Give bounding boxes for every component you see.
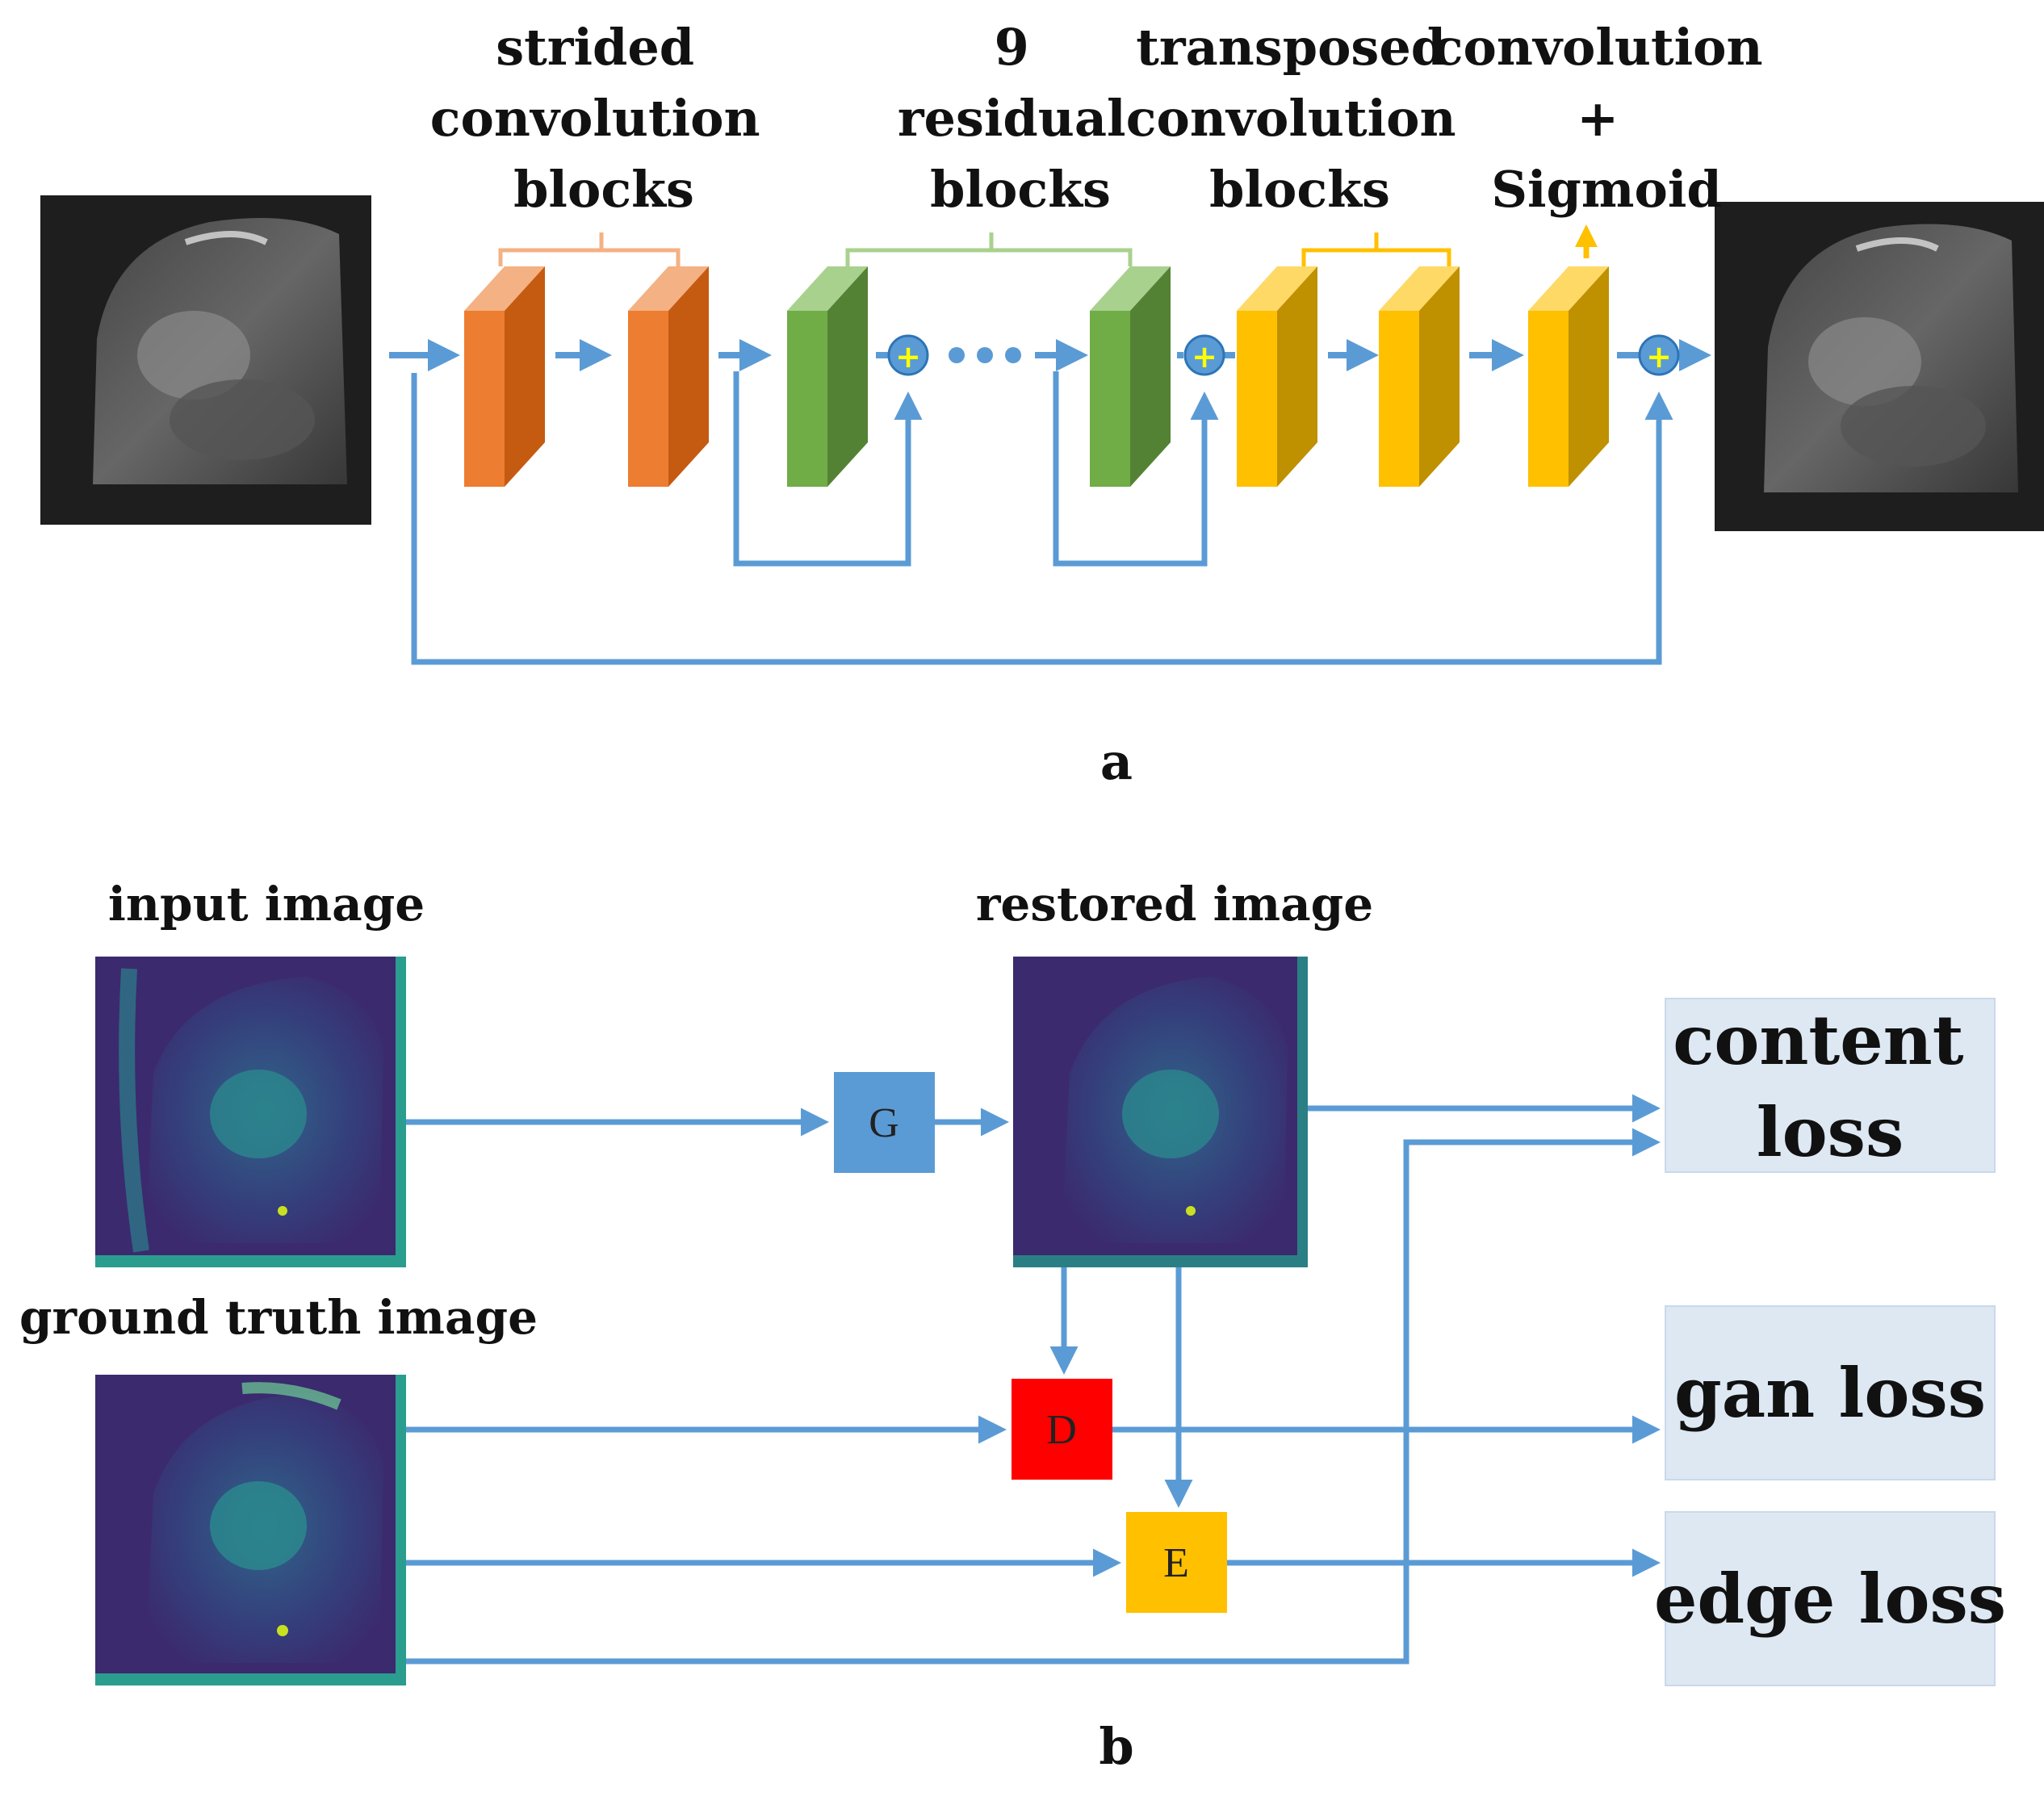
add-node-1: + — [887, 334, 929, 376]
svg-text:+: + — [1192, 339, 1217, 375]
input-mri-image — [40, 195, 371, 525]
input-image-label: input image — [108, 877, 425, 932]
residual-label: 9 residual blocks — [898, 18, 1143, 219]
generator-node — [834, 1072, 935, 1173]
discriminator-label: D — [1046, 1407, 1077, 1453]
strided-block-2 — [628, 266, 709, 487]
edge-loss-box — [1665, 1511, 1996, 1686]
generator-label: G — [869, 1100, 899, 1146]
strided-bracket — [498, 232, 681, 266]
output-mri-image — [1715, 202, 2044, 531]
final-conv-label: convolution + Sigmoid — [1433, 18, 1780, 219]
content-loss-label: content loss — [1673, 1000, 1987, 1172]
strided-label: strided convolution blocks — [430, 18, 777, 219]
caption-a: a — [1100, 732, 1133, 791]
arrow-gt-to-content — [406, 1128, 1661, 1665]
skip-global — [411, 373, 1673, 665]
transposed-block-1 — [1237, 266, 1317, 487]
panel-b: input image restored image ground truth … — [19, 877, 2006, 1776]
skip-residual-1 — [733, 371, 923, 567]
svg-text:+: + — [1646, 339, 1672, 375]
caption-b: b — [1099, 1717, 1133, 1776]
add-node-3: + — [1638, 334, 1680, 376]
transposed-bracket — [1301, 232, 1451, 266]
discriminator-node — [1012, 1379, 1112, 1480]
ground-truth-image — [95, 1375, 406, 1685]
skip-residual-9 — [1053, 371, 1219, 567]
ellipsis-dots — [949, 347, 1021, 363]
panel-a: strided convolution blocks 9 residual bl… — [40, 18, 2044, 791]
transposed-block-2 — [1379, 266, 1460, 487]
final-conv-block — [1528, 266, 1609, 487]
gan-loss-label: gan loss — [1674, 1353, 1986, 1433]
restored-image-label: restored image — [976, 877, 1373, 932]
content-loss-box — [1665, 998, 1996, 1173]
strided-block-1 — [464, 266, 545, 487]
svg-text:+: + — [895, 339, 921, 375]
edge-loss-label: edge loss — [1654, 1559, 2006, 1639]
input-image — [95, 957, 406, 1267]
edge-node — [1126, 1512, 1227, 1613]
residual-block-9 — [1090, 266, 1171, 487]
residual-bracket — [845, 232, 1133, 266]
edge-node-label: E — [1163, 1540, 1189, 1586]
ground-truth-image-label: ground truth image — [19, 1290, 538, 1345]
residual-block-1 — [787, 266, 868, 487]
restored-image — [1013, 957, 1308, 1267]
add-node-2: + — [1183, 334, 1225, 376]
transposed-label: transposed convolution blocks — [1126, 18, 1473, 219]
gan-loss-box — [1665, 1305, 1996, 1480]
